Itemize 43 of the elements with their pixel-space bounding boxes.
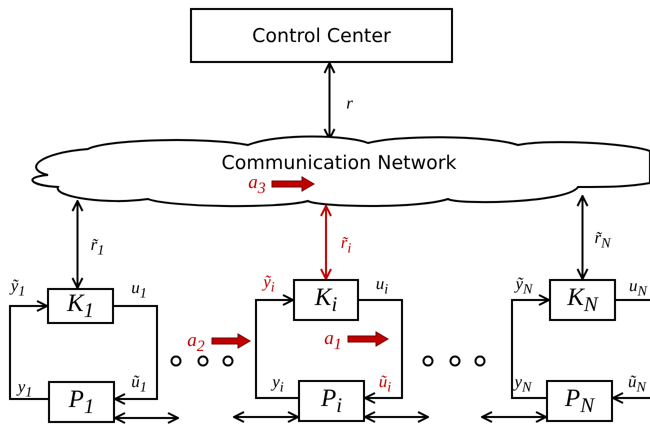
signal-label: u$_{i}$ (376, 275, 388, 297)
signal-label: u$_{1}$ (131, 279, 147, 301)
block-box (549, 279, 616, 321)
signal-label: u$_{N}$ (629, 277, 647, 299)
feedback-arrow (9, 300, 48, 400)
feedback-arrow (255, 294, 298, 399)
block-box (546, 380, 613, 422)
process-box (190, 8, 453, 63)
signal-label: ỹ$_{N}$ (516, 275, 532, 297)
arrow (233, 411, 299, 423)
block-symbol: K$_{N}$ (567, 284, 598, 316)
block-symbol: K$_{1}$ (66, 290, 94, 322)
signal-label: a$_{3}$ (248, 173, 266, 197)
arrow (72, 200, 84, 289)
block-symbol: P$_{1}$ (68, 386, 94, 418)
arrow (481, 411, 547, 423)
feedback-arrow (511, 294, 550, 399)
node-label: Control Center (252, 24, 391, 46)
arrow (320, 205, 332, 280)
signal-label: y$_{N}$ (514, 373, 532, 395)
arrow (576, 195, 588, 280)
block-symbol: P$_{N}$ (564, 384, 594, 418)
signal-label: ũ$_{i}$ (378, 373, 392, 395)
feedback-arrow (612, 299, 650, 404)
signal-label: y$_{1}$ (18, 378, 32, 400)
signal-label: a$_{2}$ (187, 331, 205, 355)
block-box (293, 279, 359, 321)
feedback-arrow (359, 299, 403, 404)
block-symbol: K$_{i}$ (314, 284, 338, 316)
signal-label: ũ$_{N}$ (628, 373, 646, 395)
arrow (114, 412, 179, 424)
block-box (48, 381, 115, 423)
signal-label: a$_{1}$ (324, 329, 342, 353)
signal-label: ỹ$_{i}$ (263, 273, 275, 295)
signal-label: ũ$_{1}$ (131, 373, 147, 395)
signal-label: y$_{i}$ (272, 373, 284, 395)
feedback-arrow (114, 305, 158, 405)
signal-label: ỹ$_{1}$ (10, 277, 26, 299)
block-box (47, 288, 114, 324)
node-label: Communication Network (221, 152, 457, 174)
arrow (364, 411, 429, 423)
block-symbol: P$_{i}$ (320, 384, 342, 418)
block-box (298, 380, 365, 422)
